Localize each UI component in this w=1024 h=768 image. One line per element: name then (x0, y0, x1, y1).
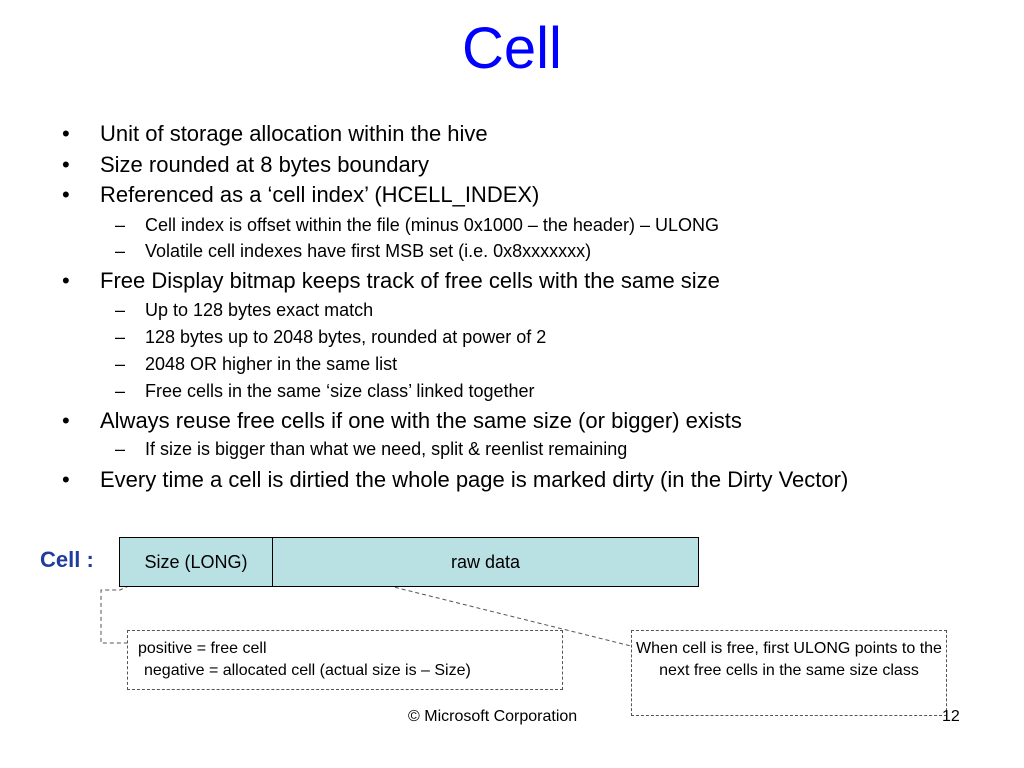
sub-bullet-marker: – (115, 327, 126, 347)
free-cell-note: positive = free cell negative = allocate… (127, 630, 563, 690)
bullet-text: Every time a cell is dirtied the whole p… (100, 467, 849, 492)
bullet-marker: • (62, 182, 70, 207)
sub-bullet-text: Cell index is offset within the file (mi… (145, 215, 719, 235)
free-cell-note-line2: negative = allocated cell (actual size i… (144, 662, 471, 679)
cell-label: Cell : (40, 547, 94, 572)
bullet-text: Referenced as a ‘cell index’ (HCELL_INDE… (100, 182, 540, 207)
sub-bullet-marker: – (115, 215, 126, 235)
bullet-text: Size rounded at 8 bytes boundary (100, 152, 430, 177)
bullet-marker: • (62, 268, 70, 293)
sub-bullet-marker: – (115, 300, 126, 320)
sub-bullet-marker: – (115, 381, 126, 401)
sub-bullet-marker: – (115, 439, 126, 459)
ulong-note: When cell is free, first ULONG points to… (631, 630, 947, 716)
bullet-marker: • (62, 152, 70, 177)
bullet-text: Always reuse free cells if one with the … (100, 408, 742, 433)
size-field: Size (LONG) (120, 538, 273, 586)
sub-bullet-marker: – (115, 241, 126, 261)
page-number: 12 (942, 708, 960, 725)
sub-bullet-text: If size is bigger than what we need, spl… (145, 439, 628, 459)
sub-bullet-text: 2048 OR higher in the same list (145, 354, 398, 374)
bullet-marker: • (62, 467, 70, 492)
bullet-text: Unit of storage allocation within the hi… (100, 121, 488, 146)
raw-data-field: raw data (450, 552, 521, 572)
sub-bullet-text: Up to 128 bytes exact match (145, 300, 374, 320)
sub-bullet-text: Volatile cell indexes have first MSB set… (145, 241, 592, 261)
bullet-marker: • (62, 408, 70, 433)
bullet-marker: • (62, 121, 70, 146)
copyright-footer: © Microsoft Corporation (408, 708, 578, 725)
sub-bullet-text: 128 bytes up to 2048 bytes, rounded at p… (145, 327, 547, 347)
cell-layout-box: Size (LONG) raw data (119, 537, 699, 587)
bullet-text: Free Display bitmap keeps track of free … (100, 268, 720, 293)
free-cell-note-line1: positive = free cell (138, 640, 267, 657)
slide-title: Cell (462, 16, 562, 81)
sub-bullet-text: Free cells in the same ‘size class’ link… (145, 381, 535, 401)
sub-bullet-marker: – (115, 354, 126, 374)
